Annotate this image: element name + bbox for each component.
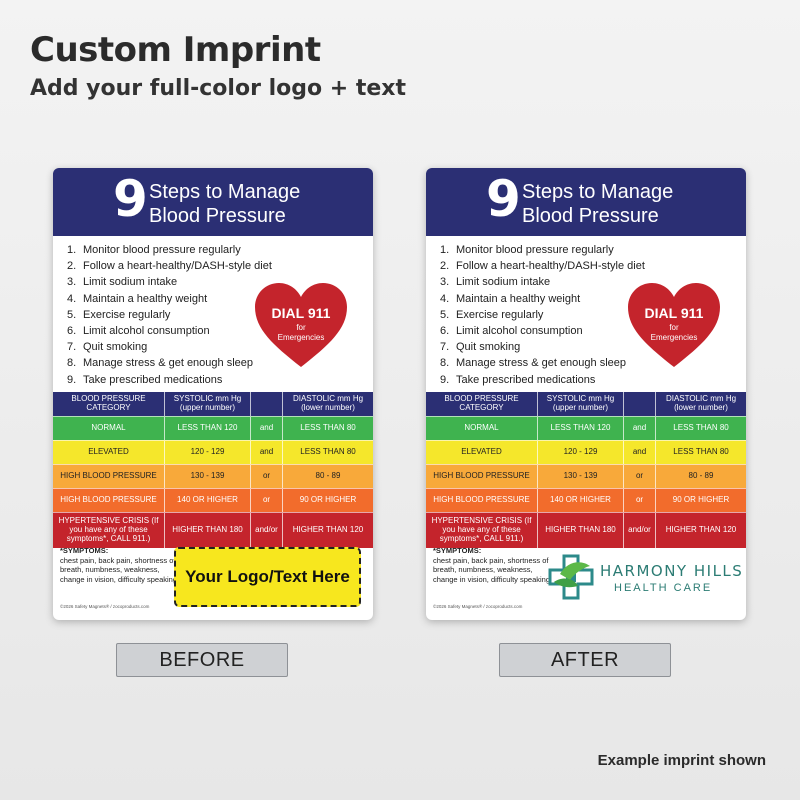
header-number: 9 [113, 170, 148, 228]
after-label: AFTER [499, 643, 671, 677]
col-header-category: BLOOD PRESSURE CATEGORY [426, 392, 538, 416]
step-item: 6.Limit alcohol consumption [67, 325, 210, 338]
step-item: 8.Manage stress & get enough sleep [67, 357, 254, 370]
step-item: 7.Quit smoking [67, 341, 148, 354]
step-item: 3.Limit sodium intake [440, 276, 551, 289]
heart-title: DIAL 911 [644, 305, 704, 321]
step-item: 9.Take prescribed medications [67, 373, 223, 386]
table-row: HYPERTENSIVE CRISIS (If you have any of … [53, 512, 373, 548]
header-title-line2: Blood Pressure [522, 205, 659, 227]
header-title-line2: Blood Pressure [149, 205, 286, 227]
heart-for: for [296, 323, 306, 332]
col-header-joiner [624, 392, 656, 416]
harmony-hills-logo: HARMONY HILLS HEALTH CARE [546, 552, 742, 604]
col-header-systolic: SYSTOLIC mm Hg (upper number) [538, 392, 624, 416]
heart-title: DIAL 911 [271, 305, 331, 321]
step-item: 8.Manage stress & get enough sleep [440, 357, 627, 370]
step-item: 2.Follow a heart-healthy/DASH-style diet [67, 260, 272, 273]
heart-for: for [669, 323, 679, 332]
heart-icon [255, 283, 347, 367]
header-number: 9 [486, 170, 521, 228]
bp-table: BLOOD PRESSURE CATEGORY SYSTOLIC mm Hg (… [53, 392, 373, 548]
step-item: 5.Exercise regularly [67, 308, 171, 321]
headline: Custom Imprint [30, 30, 321, 70]
medical-cross-leaf-icon [548, 554, 594, 600]
copyright: ©2026 Safety Magnets® / zocoproducts.com [433, 604, 523, 609]
steps-list: 1.Monitor blood pressure regularly 2.Fol… [67, 242, 272, 388]
step-item: 9.Take prescribed medications [440, 373, 596, 386]
steps-list: 1.Monitor blood pressure regularly 2.Fol… [440, 242, 645, 388]
dial-911-heart: DIAL 911 for Emergencies [626, 281, 722, 369]
col-header-category: BLOOD PRESSURE CATEGORY [53, 392, 165, 416]
logo-name: HARMONY HILLS [600, 562, 744, 580]
heart-subtitle: Emergencies [277, 333, 325, 342]
header-title-line1: Steps to Manage [149, 181, 301, 203]
table-row: ELEVATED 120 - 129 and LESS THAN 80 [53, 440, 373, 464]
before-label: BEFORE [116, 643, 288, 677]
step-item: 1.Monitor blood pressure regularly [440, 244, 614, 256]
table-row: HIGH BLOOD PRESSURE 140 OR HIGHER or 90 … [53, 488, 373, 512]
copyright: ©2026 Safety Magnets® / zocoproducts.com [60, 604, 150, 609]
heart-subtitle: Emergencies [650, 333, 698, 342]
table-row: HYPERTENSIVE CRISIS (If you have any of … [426, 512, 746, 548]
table-row: ELEVATED 120 - 129 and LESS THAN 80 [426, 440, 746, 464]
table-row: HIGH BLOOD PRESSURE 140 OR HIGHER or 90 … [426, 488, 746, 512]
symptoms-note: *SYMPTOMS: chest pain, back pain, shortn… [433, 546, 551, 584]
magnet-card-before: 9 Steps to Manage Blood Pressure 1.Monit… [53, 168, 373, 620]
heart-icon [628, 283, 720, 367]
table-header: BLOOD PRESSURE CATEGORY SYSTOLIC mm Hg (… [426, 392, 746, 416]
logo-placeholder: Your Logo/Text Here [174, 547, 361, 607]
table-row: NORMAL LESS THAN 120 and LESS THAN 80 [426, 416, 746, 440]
step-item: 3.Limit sodium intake [67, 276, 178, 289]
header-title-line1: Steps to Manage [522, 181, 674, 203]
step-item: 7.Quit smoking [440, 341, 521, 354]
card-header: 9 Steps to Manage Blood Pressure [53, 168, 373, 236]
col-header-joiner [251, 392, 283, 416]
step-item: 1.Monitor blood pressure regularly [67, 244, 241, 256]
table-row: NORMAL LESS THAN 120 and LESS THAN 80 [53, 416, 373, 440]
step-item: 2.Follow a heart-healthy/DASH-style diet [440, 260, 645, 273]
logo-subtitle: HEALTH CARE [614, 582, 713, 594]
step-item: 4.Maintain a healthy weight [440, 292, 581, 305]
col-header-diastolic: DIASTOLIC mm Hg (lower number) [292, 394, 364, 412]
dial-911-heart: DIAL 911 for Emergencies [253, 281, 349, 369]
card-header: 9 Steps to Manage Blood Pressure [426, 168, 746, 236]
step-item: 4.Maintain a healthy weight [67, 292, 208, 305]
subline: Add your full-color logo + text [30, 76, 406, 101]
table-row: HIGH BLOOD PRESSURE 130 - 139 or 80 - 89 [53, 464, 373, 488]
step-item: 5.Exercise regularly [440, 308, 544, 321]
table-row: HIGH BLOOD PRESSURE 130 - 139 or 80 - 89 [426, 464, 746, 488]
bp-table: BLOOD PRESSURE CATEGORY SYSTOLIC mm Hg (… [426, 392, 746, 548]
step-item: 6.Limit alcohol consumption [440, 325, 583, 338]
col-header-systolic: SYSTOLIC mm Hg (upper number) [165, 392, 251, 416]
magnet-card-after: 9 Steps to Manage Blood Pressure 1.Monit… [426, 168, 746, 620]
col-header-diastolic: DIASTOLIC mm Hg (lower number) [665, 394, 737, 412]
example-imprint-note: Example imprint shown [597, 752, 766, 769]
table-header: BLOOD PRESSURE CATEGORY SYSTOLIC mm Hg (… [53, 392, 373, 416]
symptoms-note: *SYMPTOMS: chest pain, back pain, shortn… [60, 546, 178, 584]
